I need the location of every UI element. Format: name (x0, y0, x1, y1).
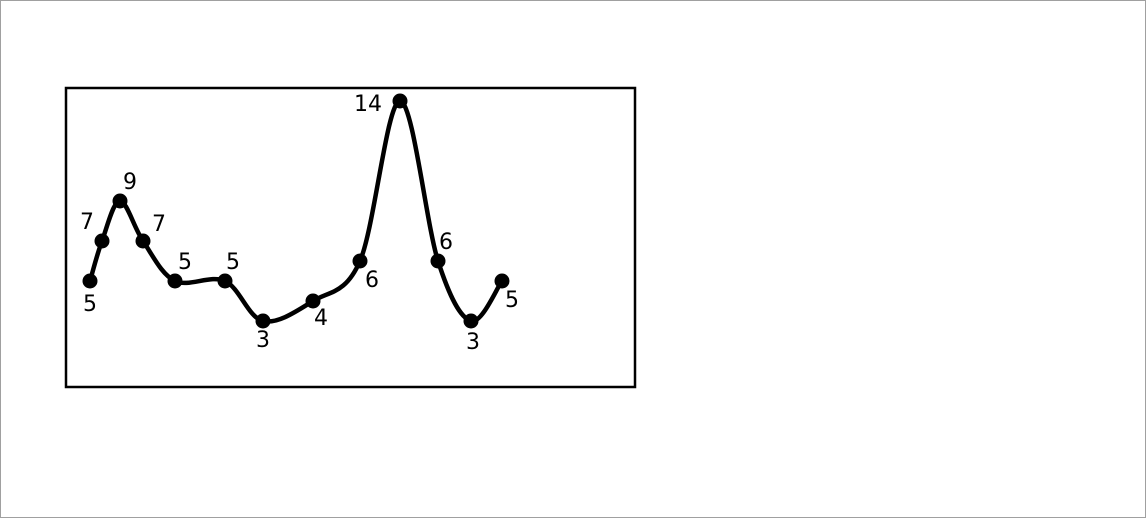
data-point (135, 233, 151, 249)
data-label: 3 (466, 330, 480, 355)
data-point (305, 293, 321, 309)
data-point (463, 313, 479, 329)
data-label: 9 (123, 170, 137, 195)
data-label: 4 (314, 306, 328, 331)
data-point (94, 233, 110, 249)
data-label: 5 (505, 288, 519, 313)
data-label: 3 (256, 328, 270, 353)
data-point (255, 313, 271, 329)
data-label: 7 (152, 212, 166, 237)
data-label: 5 (226, 250, 240, 275)
data-label: 14 (354, 92, 382, 117)
plot-frame (64, 86, 637, 389)
data-point (217, 273, 233, 289)
data-point (112, 193, 128, 209)
data-point (352, 253, 368, 269)
data-point (82, 273, 98, 289)
data-label: 5 (83, 292, 97, 317)
data-point (167, 273, 183, 289)
data-label: 6 (365, 268, 379, 293)
data-point (430, 253, 446, 269)
data-point (392, 93, 408, 109)
data-label: 7 (80, 210, 94, 235)
data-points (82, 93, 510, 329)
data-label: 6 (439, 230, 453, 255)
data-point (494, 273, 510, 289)
data-label: 5 (178, 250, 192, 275)
